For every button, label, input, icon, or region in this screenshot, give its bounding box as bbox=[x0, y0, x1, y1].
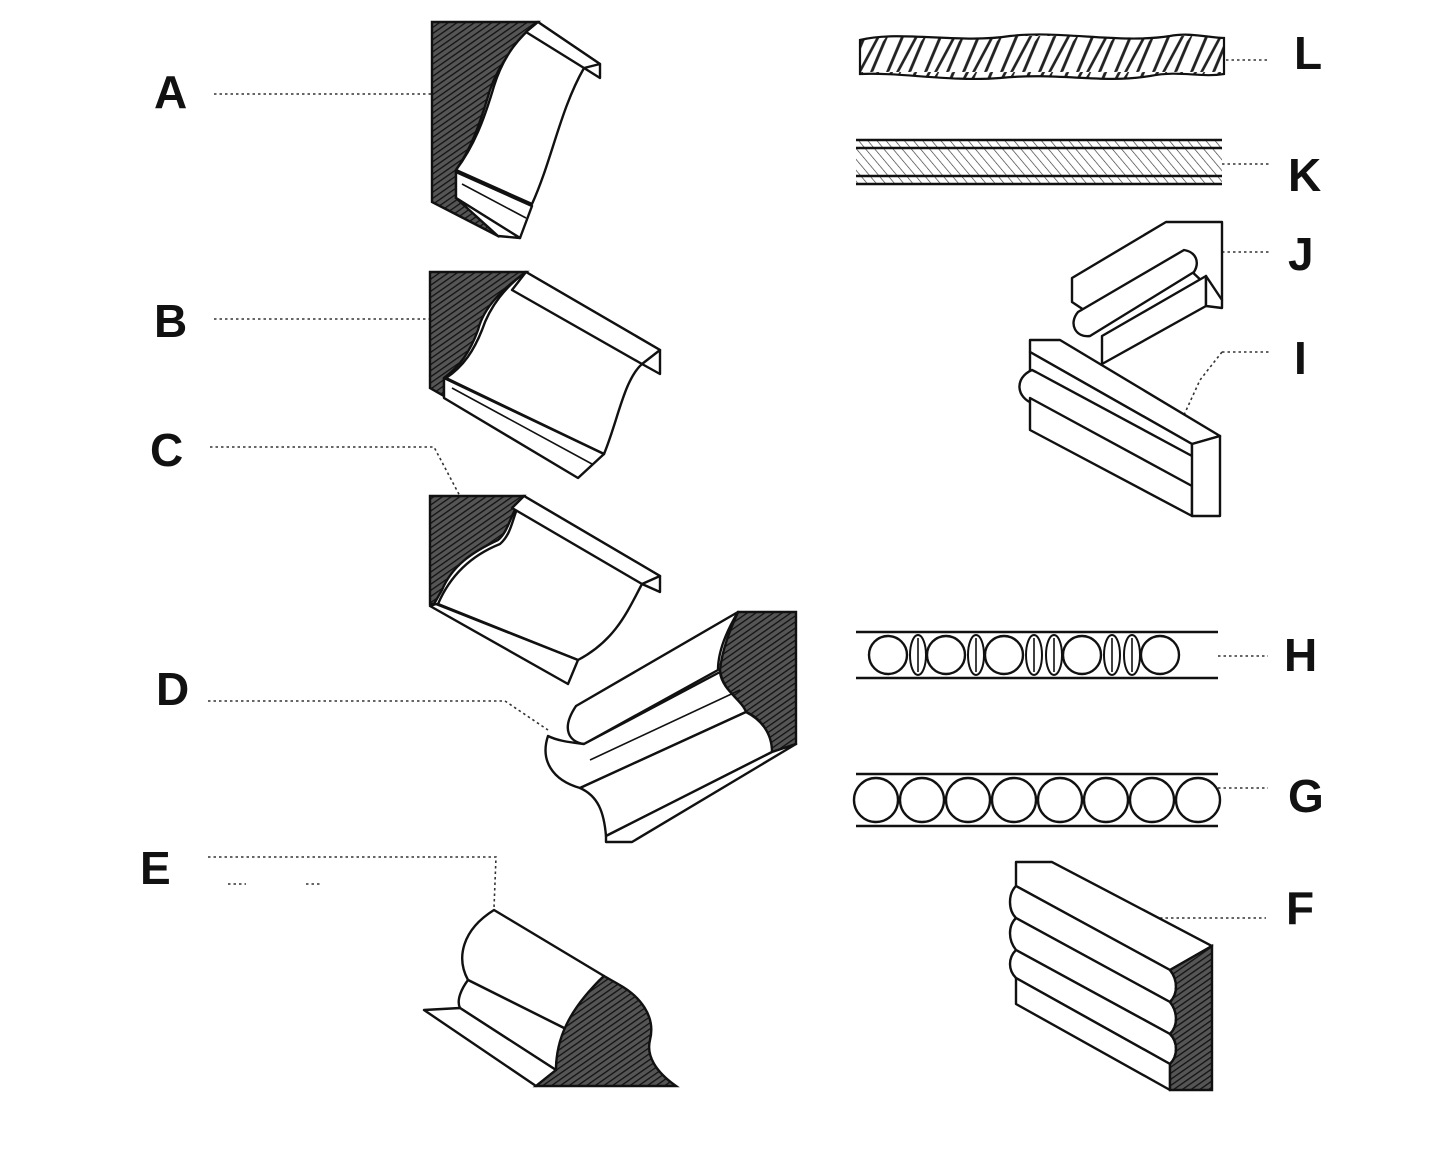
label-b: B bbox=[154, 295, 187, 347]
label-e: E bbox=[140, 842, 171, 894]
moulding-e bbox=[422, 908, 680, 1088]
label-l: L bbox=[1294, 27, 1322, 79]
bead bbox=[990, 776, 1038, 824]
bead bbox=[944, 776, 992, 824]
bead bbox=[983, 634, 1025, 676]
label-g: G bbox=[1288, 770, 1324, 822]
label-c: C bbox=[150, 424, 183, 476]
moulding-c bbox=[428, 494, 662, 686]
moulding-f bbox=[1008, 860, 1214, 1092]
label-a: A bbox=[154, 66, 187, 118]
moulding-d bbox=[544, 610, 798, 844]
bead bbox=[852, 776, 900, 824]
label-d: D bbox=[156, 663, 189, 715]
moulding-g bbox=[852, 772, 1222, 828]
label-i: I bbox=[1294, 332, 1307, 384]
moulding-k bbox=[856, 138, 1222, 186]
moulding-j bbox=[1070, 220, 1224, 366]
bead bbox=[1036, 776, 1084, 824]
bead bbox=[1128, 776, 1176, 824]
moulding-l bbox=[858, 33, 1226, 81]
moulding-h bbox=[856, 630, 1218, 680]
label-k: K bbox=[1288, 149, 1321, 201]
moulding-a bbox=[430, 20, 602, 240]
moulding-i bbox=[1018, 338, 1222, 518]
bead bbox=[1061, 634, 1103, 676]
bead bbox=[867, 634, 909, 676]
label-f: F bbox=[1286, 882, 1314, 934]
leader-lines bbox=[208, 59, 1270, 951]
bead bbox=[1139, 634, 1181, 676]
bead bbox=[1174, 776, 1222, 824]
bead bbox=[1082, 776, 1130, 824]
label-h: H bbox=[1284, 629, 1317, 681]
bead bbox=[898, 776, 946, 824]
label-j: J bbox=[1288, 228, 1314, 280]
moulding-b bbox=[428, 270, 662, 480]
bead bbox=[925, 634, 967, 676]
